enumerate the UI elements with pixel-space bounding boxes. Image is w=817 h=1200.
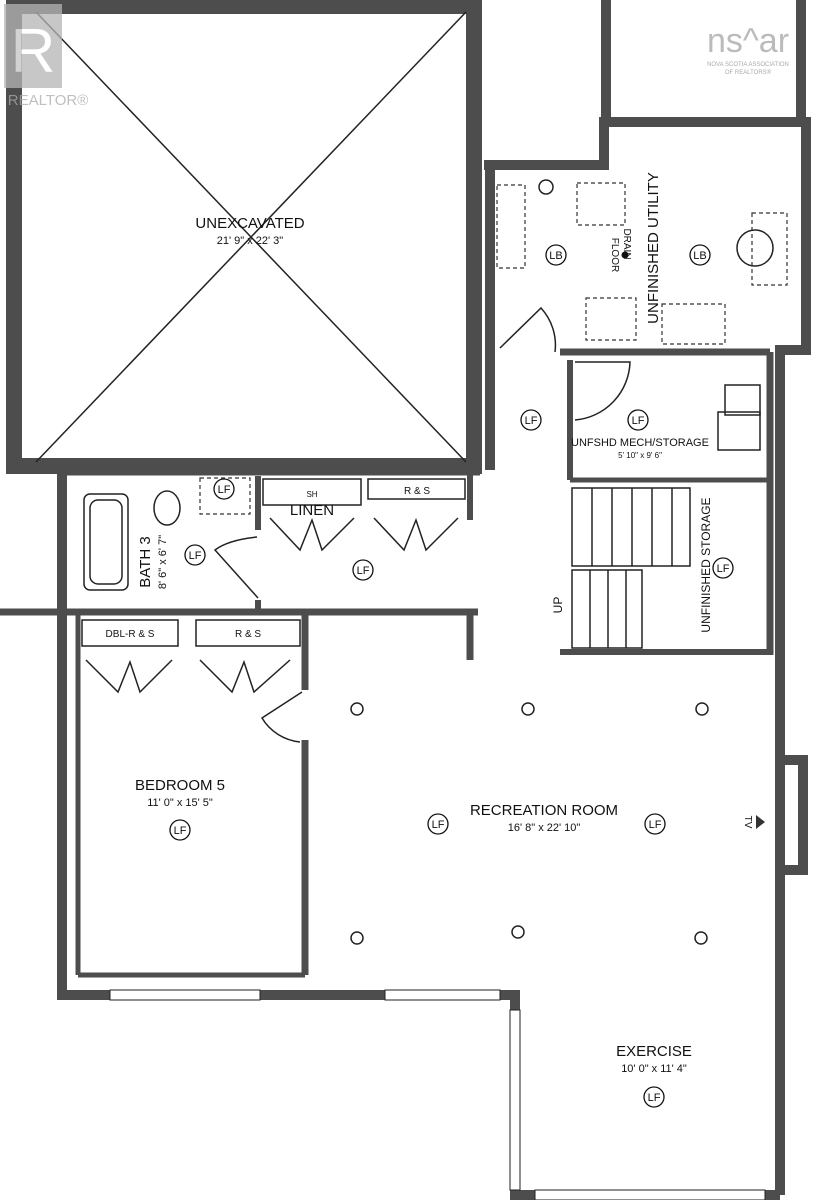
floor-drain-icon	[621, 251, 629, 259]
room-name-exercise: EXERCISE	[616, 1043, 692, 1060]
sink	[199, 477, 251, 515]
tv-icon	[756, 815, 765, 829]
toilet	[153, 490, 181, 526]
tv-label: TV	[742, 816, 753, 829]
linen-shelf	[262, 478, 362, 506]
closet-label: DBL-R & S	[106, 629, 155, 640]
dryer	[724, 384, 761, 416]
floor-drain-label-2: DRAIN	[621, 228, 632, 259]
door[interactable]	[499, 306, 557, 353]
svg-text:LF: LF	[648, 1092, 661, 1104]
lf-symbol: LF	[644, 813, 666, 835]
equipment	[585, 297, 637, 341]
stairs-up-label: UP	[551, 597, 565, 614]
svg-text:REALTOR®: REALTOR®	[8, 92, 89, 109]
lf-symbol: LF	[520, 409, 542, 431]
svg-text:LF: LF	[432, 819, 445, 831]
water-heater-icon	[736, 229, 774, 267]
svg-text:LF: LF	[174, 825, 187, 837]
window	[509, 1009, 521, 1191]
svg-text:LF: LF	[189, 550, 202, 562]
closet-shelf	[81, 619, 179, 647]
shelf-label: SH	[306, 490, 317, 499]
nsar-logo: ns^ar NOVA SCOTIA ASSOCIATION OF REALTOR…	[707, 22, 789, 76]
equipment	[576, 182, 626, 226]
room-name-utility: UNFINISHED UTILITY	[645, 172, 662, 324]
bedroom-door[interactable]	[260, 691, 303, 743]
room-name-linen: LINEN	[290, 502, 334, 519]
window	[384, 989, 501, 1001]
lb-symbol: LB	[689, 244, 711, 266]
svg-text:R: R	[11, 17, 56, 86]
lf-symbol: LF	[627, 409, 649, 431]
bathtub-inner	[89, 499, 123, 585]
lf-symbol: LF	[169, 819, 191, 841]
closet-bifold-door[interactable]	[373, 517, 459, 552]
bifold-door[interactable]	[199, 659, 291, 694]
svg-text:LF: LF	[218, 484, 231, 496]
equipment	[751, 212, 788, 286]
unexcavated-walls	[6, 0, 482, 474]
room-dim-recreation: 16' 8" x 22' 10"	[508, 822, 581, 834]
room-name-storage: UNFINISHED STORAGE	[699, 497, 713, 632]
room-name-mech: UNFSHD MECH/STORAGE	[571, 437, 709, 449]
svg-text:LF: LF	[632, 415, 645, 427]
lf-symbol: LF	[712, 557, 734, 579]
exercise-wall	[500, 990, 780, 1200]
room-name-bath: BATH 3	[137, 536, 154, 587]
bathtub	[83, 493, 129, 591]
outer-wall	[57, 470, 500, 1000]
room-dim-unexcavated: 21' 9" x 22' 3"	[217, 235, 284, 247]
lf-symbol: LF	[184, 544, 206, 566]
floor-drain-label-1: FLOOR	[609, 238, 620, 272]
bifold-door[interactable]	[85, 659, 173, 694]
room-name-recreation: RECREATION ROOM	[470, 802, 618, 819]
svg-text:LF: LF	[717, 563, 730, 575]
room-dim-bath: 8' 6" x 6' 7"	[157, 535, 169, 589]
door[interactable]	[574, 361, 631, 421]
stairs[interactable]	[571, 487, 691, 649]
svg-text:LF: LF	[525, 415, 538, 427]
meter-icon	[538, 179, 554, 195]
wall-bump	[780, 755, 808, 875]
closet-label: R & S	[404, 486, 430, 497]
lf-symbol: LF	[427, 813, 449, 835]
window	[109, 989, 261, 1001]
equipment	[661, 303, 726, 345]
room-dim-bedroom: 11' 0" x 15' 5"	[147, 797, 213, 809]
lf-symbol: LF	[643, 1086, 665, 1108]
lf-symbol: LF	[213, 478, 235, 500]
room-name-unexcavated: UNEXCAVATED	[195, 215, 304, 232]
room-dim-mech: 5' 10" x 9' 6"	[618, 451, 662, 460]
svg-text:ns^ar: ns^ar	[707, 22, 789, 60]
svg-text:LB: LB	[549, 250, 562, 262]
svg-text:OF REALTORS®: OF REALTORS®	[725, 69, 772, 76]
bath-door[interactable]	[213, 536, 259, 599]
ceiling-lights	[350, 702, 709, 945]
closet-label: R & S	[235, 629, 261, 640]
realtor-logo: R REALTOR®	[4, 4, 88, 109]
lb-symbol: LB	[545, 244, 567, 266]
linen-bifold-door[interactable]	[269, 517, 355, 552]
closet-shelf	[367, 478, 466, 500]
svg-text:LF: LF	[649, 819, 662, 831]
equipment	[496, 184, 526, 269]
utility-wall	[484, 117, 811, 1195]
room-name-bedroom: BEDROOM 5	[135, 777, 225, 794]
room-dim-exercise: 10' 0" x 11' 4"	[621, 1063, 687, 1075]
washer	[717, 411, 761, 451]
window	[534, 1189, 766, 1200]
svg-text:LB: LB	[693, 250, 706, 262]
svg-text:LF: LF	[357, 565, 370, 577]
svg-text:NOVA SCOTIA ASSOCIATION: NOVA SCOTIA ASSOCIATION	[707, 62, 789, 68]
lf-symbol: LF	[352, 559, 374, 581]
closet-shelf	[195, 619, 301, 647]
